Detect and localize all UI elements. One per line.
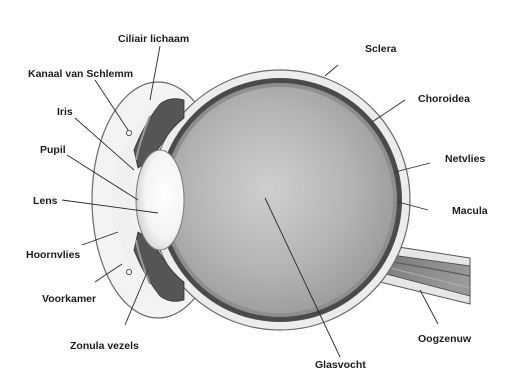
- label-zonula-vezels: Zonula vezels: [70, 340, 139, 352]
- label-glasvocht: Glasvocht: [315, 359, 366, 371]
- label-lens: Lens: [33, 195, 58, 207]
- label-kanaal-van-schlemm: Kanaal van Schlemm: [28, 68, 133, 80]
- label-macula: Macula: [452, 205, 488, 217]
- label-voorkamer: Voorkamer: [42, 293, 96, 305]
- label-hoornvlies: Hoornvlies: [26, 249, 80, 261]
- lens-shape: [136, 150, 184, 250]
- label-choroidea: Choroidea: [418, 93, 470, 105]
- label-oogzenuw: Oogzenuw: [418, 333, 472, 345]
- label-iris: Iris: [57, 106, 73, 118]
- vitreous-body: [167, 87, 393, 313]
- label-pupil: Pupil: [40, 144, 66, 156]
- label-ciliair-lichaam: Ciliair lichaam: [118, 33, 189, 45]
- label-sclera: Sclera: [365, 43, 397, 55]
- label-netvlies: Netvlies: [445, 153, 485, 165]
